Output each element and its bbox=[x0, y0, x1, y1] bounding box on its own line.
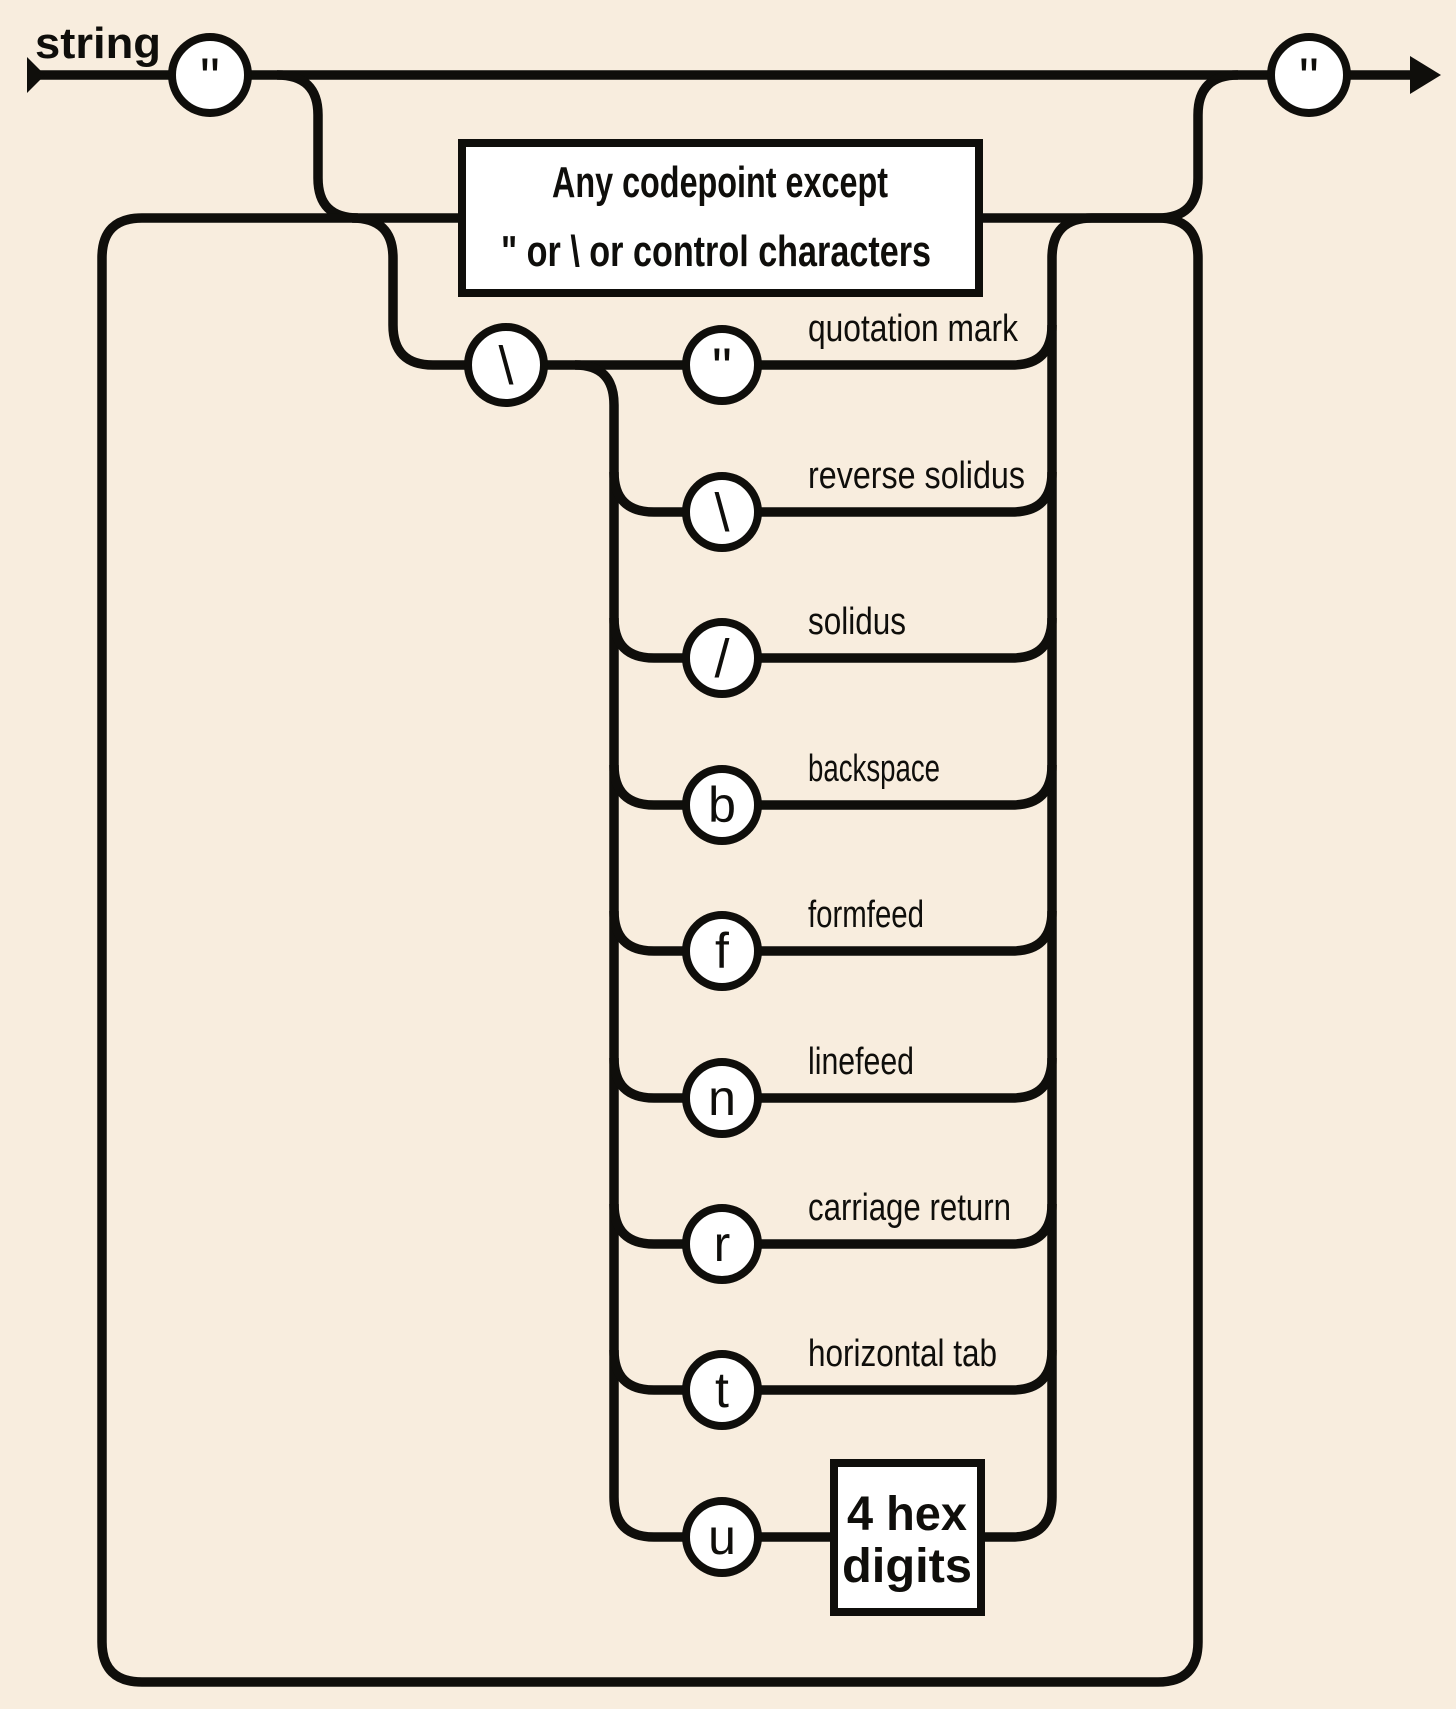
codepoint-box bbox=[458, 139, 983, 297]
escape-row-6-path bbox=[609, 1057, 1057, 1103]
escape-u-terminal bbox=[682, 1497, 762, 1577]
escape-r-label: carriage return bbox=[808, 1187, 1011, 1229]
end-arrow-icon bbox=[1410, 56, 1441, 94]
escape-r-glyph: r bbox=[714, 1216, 731, 1272]
escape-t-terminal bbox=[682, 1350, 762, 1430]
escape-backslash-glyph: \ bbox=[714, 483, 729, 543]
codepoint-box-line2: " or \ or control characters bbox=[501, 227, 931, 276]
hex-digits-box bbox=[830, 1459, 985, 1616]
escape-entry-path bbox=[351, 213, 434, 370]
escape-quote-label: quotation mark bbox=[808, 308, 1019, 350]
rule-title: string bbox=[35, 19, 161, 68]
escape-row-4-path bbox=[609, 764, 1057, 810]
codepoint-box-line1: Any codepoint except bbox=[552, 158, 888, 207]
escape-row-8-path bbox=[609, 1349, 1057, 1395]
escape-f-label: formfeed bbox=[808, 894, 924, 936]
escape-row-9-left-path bbox=[609, 1496, 850, 1542]
escape-intro-terminal bbox=[464, 323, 548, 407]
escape-row-3-path bbox=[609, 617, 1057, 663]
escape-f-terminal bbox=[682, 911, 762, 991]
escape-r-terminal bbox=[682, 1204, 762, 1284]
hex-digits-box-line2: digits bbox=[842, 1540, 972, 1593]
escape-row-2-path bbox=[609, 471, 1057, 517]
escape-b-label: backspace bbox=[808, 748, 940, 790]
escape-slash-label: solidus bbox=[808, 601, 906, 643]
close-quote-terminal bbox=[1267, 33, 1351, 117]
branch-down-path bbox=[276, 70, 359, 223]
escape-intro-glyph: \ bbox=[498, 336, 513, 396]
start-arrow-icon bbox=[27, 57, 45, 93]
escape-n-glyph: n bbox=[708, 1070, 736, 1126]
escape-backslash-terminal bbox=[682, 472, 762, 552]
escape-dispatch-path bbox=[574, 360, 619, 1497]
escape-backslash-label: reverse solidus bbox=[808, 455, 1025, 497]
rejoin-up-path bbox=[1157, 70, 1239, 223]
escape-t-glyph: t bbox=[715, 1362, 729, 1418]
escape-t-label: horizontal tab bbox=[808, 1333, 997, 1375]
close-quote-glyph: " bbox=[1299, 46, 1319, 109]
escape-collector-path bbox=[1047, 213, 1158, 1497]
escape-row-9-right-path bbox=[975, 1496, 1057, 1542]
escape-b-terminal bbox=[682, 765, 762, 845]
escape-b-glyph: b bbox=[708, 777, 736, 833]
escape-f-glyph: f bbox=[715, 923, 729, 979]
escape-row-7-path bbox=[609, 1203, 1057, 1249]
escape-slash-terminal bbox=[682, 618, 762, 698]
repeat-loop-path bbox=[97, 213, 1203, 1687]
escape-n-label: linefeed bbox=[808, 1041, 914, 1083]
escape-quote-glyph: " bbox=[712, 336, 732, 399]
escape-quote-terminal bbox=[682, 325, 762, 405]
hex-digits-box-line1: 4 hex bbox=[847, 1488, 967, 1541]
escape-slash-glyph: / bbox=[714, 629, 729, 689]
open-quote-glyph: " bbox=[200, 46, 220, 109]
escape-row-5-path bbox=[609, 910, 1057, 956]
escape-n-terminal bbox=[682, 1058, 762, 1138]
open-quote-terminal bbox=[168, 33, 252, 117]
escape-u-glyph: u bbox=[708, 1509, 736, 1565]
